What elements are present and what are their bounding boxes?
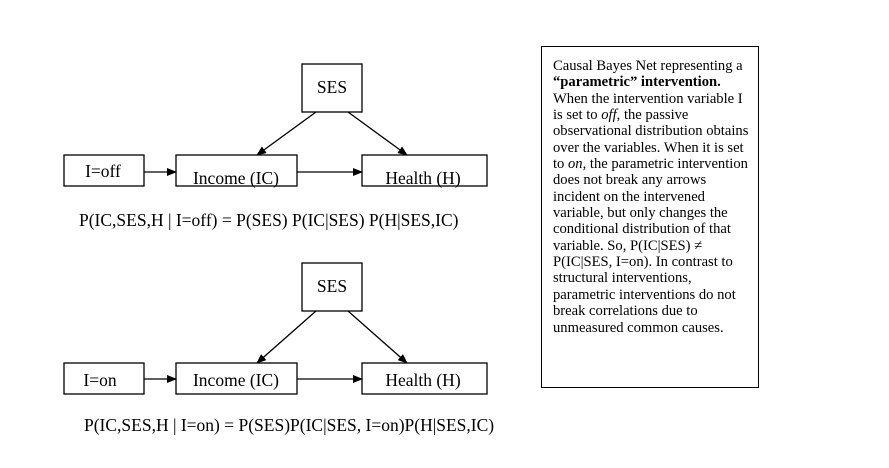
node-intervention-top-label: I=off [85,161,121,181]
diagram-bottom: SES I=on Income (IC) Health (H) [63,262,488,395]
node-income-bottom: Income (IC) [175,362,298,395]
node-health-bottom: Health (H) [361,362,488,395]
node-ses-bottom: SES [301,262,363,312]
caption-bold-heading: “parametric” intervention. [553,74,721,91]
node-income-bottom-label: Income (IC) [193,370,279,390]
node-intervention-top: I=off [63,154,145,187]
formula-top: P(IC,SES,H | I=off) = P(SES) P(IC|SES) P… [79,210,459,230]
node-health-top-label: Health (H) [385,168,460,188]
node-ses-top-label: SES [317,77,347,97]
node-health-top: Health (H) [361,154,488,188]
caption-italic-on: on [568,156,583,173]
caption-box: Causal Bayes Net representing a “paramet… [541,46,759,388]
formula-bottom: P(IC,SES,H | I=on) = P(SES)P(IC|SES, I=o… [84,415,495,435]
arrow-ses-to-health-top [347,111,408,156]
node-health-bottom-label: Health (H) [385,370,460,390]
node-intervention-bottom: I=on [63,362,145,395]
arrow-ses-to-income-bottom [256,310,317,364]
caption-italic-off: off [601,107,617,124]
caption-text-3: When the intervention variable I is set … [553,90,743,124]
caption-text-5: , the parametric intervention does not b… [553,156,748,336]
node-intervention-bottom-label: I=on [83,370,116,390]
node-income-top-label: Income (IC) [193,168,279,188]
arrow-ses-to-income-top [256,111,317,156]
arrow-ses-to-health-bottom [347,310,408,364]
diagram-top: SES I=off Income (IC) Health (H) [63,63,488,188]
node-ses-bottom-label: SES [317,276,347,296]
caption-line-1: Causal Bayes Net representing a [553,58,743,74]
node-ses-top: SES [301,63,363,113]
node-income-top: Income (IC) [175,154,298,188]
caption-text-4: , the passive observational distribution… [553,107,749,173]
